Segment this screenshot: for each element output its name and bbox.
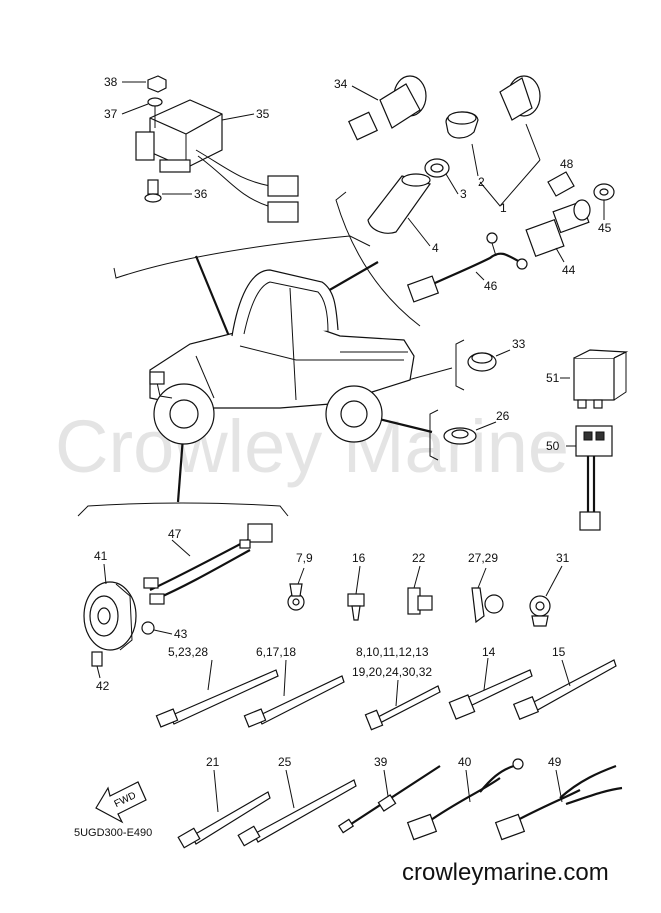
callout-42: 42 xyxy=(96,679,110,693)
callout-31: 31 xyxy=(556,551,570,565)
boot-4[interactable] xyxy=(367,173,431,234)
cable-tie-6-17-18[interactable] xyxy=(243,675,345,728)
clip-7-9[interactable] xyxy=(287,583,305,611)
relay-51[interactable] xyxy=(573,349,629,409)
callout-2: 2 xyxy=(478,175,485,189)
horn-41[interactable] xyxy=(83,581,137,651)
callout-43: 43 xyxy=(174,627,188,641)
socket-cap-2[interactable] xyxy=(445,111,479,139)
bracket-33 xyxy=(455,339,465,391)
switch-34[interactable] xyxy=(348,75,427,141)
bracket-right xyxy=(335,191,421,327)
callout-6-17-18: 6,17,18 xyxy=(256,645,296,659)
bolt-42[interactable] xyxy=(91,651,103,679)
callout-1: 1 xyxy=(500,201,507,215)
cable-tie-14[interactable] xyxy=(448,669,533,720)
callout-4: 4 xyxy=(432,241,439,255)
callout-47: 47 xyxy=(168,527,182,541)
cable-tie-15[interactable] xyxy=(512,659,617,720)
grommet-26[interactable] xyxy=(443,427,477,445)
lead-39[interactable] xyxy=(337,765,441,834)
bracket-26 xyxy=(429,409,439,461)
grommet-33[interactable] xyxy=(467,352,497,372)
callout-49: 49 xyxy=(548,755,562,769)
callout-25: 25 xyxy=(278,755,292,769)
cable-tie-5-23-28[interactable] xyxy=(155,669,279,728)
callout-35: 35 xyxy=(256,107,270,121)
callout-40: 40 xyxy=(458,755,472,769)
nut-3[interactable] xyxy=(424,158,450,178)
switch-44[interactable] xyxy=(525,199,591,258)
callout-21: 21 xyxy=(206,755,220,769)
fwd-arrow: FWD xyxy=(95,781,147,824)
socket-1[interactable] xyxy=(499,75,541,121)
callout-22: 22 xyxy=(412,551,426,565)
callout-19-32: 19,20,24,30,32 xyxy=(352,665,432,679)
bracket-top xyxy=(113,235,371,279)
clip-31[interactable] xyxy=(529,595,551,627)
nut-45[interactable] xyxy=(593,183,615,201)
callout-15: 15 xyxy=(552,645,566,659)
site-url[interactable]: crowleymarine.com xyxy=(402,859,609,886)
lead-49[interactable] xyxy=(494,764,623,841)
lead-50[interactable] xyxy=(575,425,613,531)
callout-5-23-28: 5,23,28 xyxy=(168,645,208,659)
utv-vehicle xyxy=(149,269,415,445)
callout-7-9: 7,9 xyxy=(296,551,313,565)
callout-3: 3 xyxy=(460,187,467,201)
callout-26: 26 xyxy=(496,409,510,423)
cable-tie-21[interactable] xyxy=(177,791,271,849)
lead-47[interactable] xyxy=(143,523,273,605)
callout-8-13: 8,10,11,12,13 xyxy=(356,645,429,659)
relay-assembly-35[interactable] xyxy=(135,99,299,223)
callout-51: 51 xyxy=(546,371,560,385)
callout-34: 34 xyxy=(334,77,348,91)
callout-41: 41 xyxy=(94,549,108,563)
lead-40[interactable] xyxy=(406,758,524,841)
clip-27-29[interactable] xyxy=(471,587,504,624)
callout-37: 37 xyxy=(104,107,118,121)
lead-46[interactable] xyxy=(406,232,528,303)
callout-46: 46 xyxy=(484,279,498,293)
callout-48: 48 xyxy=(560,157,574,171)
diagram-code: 5UGD300-E490 xyxy=(74,827,152,839)
clip-16[interactable] xyxy=(347,593,365,621)
callout-45: 45 xyxy=(598,221,612,235)
bracket-horn xyxy=(77,502,289,517)
clip-22[interactable] xyxy=(407,587,433,615)
nut-38[interactable] xyxy=(147,75,167,93)
callout-14: 14 xyxy=(482,645,496,659)
bolt-36[interactable] xyxy=(144,179,162,203)
callout-33: 33 xyxy=(512,337,526,351)
label-48[interactable] xyxy=(547,171,575,197)
cable-tie-25[interactable] xyxy=(237,779,357,847)
watermark: Crowley Marine xyxy=(55,405,569,488)
callout-38: 38 xyxy=(104,75,118,89)
callout-36: 36 xyxy=(194,187,208,201)
callout-27-29: 27,29 xyxy=(468,551,498,565)
washer-37[interactable] xyxy=(147,97,163,107)
callout-39: 39 xyxy=(374,755,388,769)
callout-50: 50 xyxy=(546,439,560,453)
cable-tie-8-13[interactable] xyxy=(364,685,441,731)
callout-16: 16 xyxy=(352,551,366,565)
callout-44: 44 xyxy=(562,263,576,277)
nut-43[interactable] xyxy=(141,621,155,635)
